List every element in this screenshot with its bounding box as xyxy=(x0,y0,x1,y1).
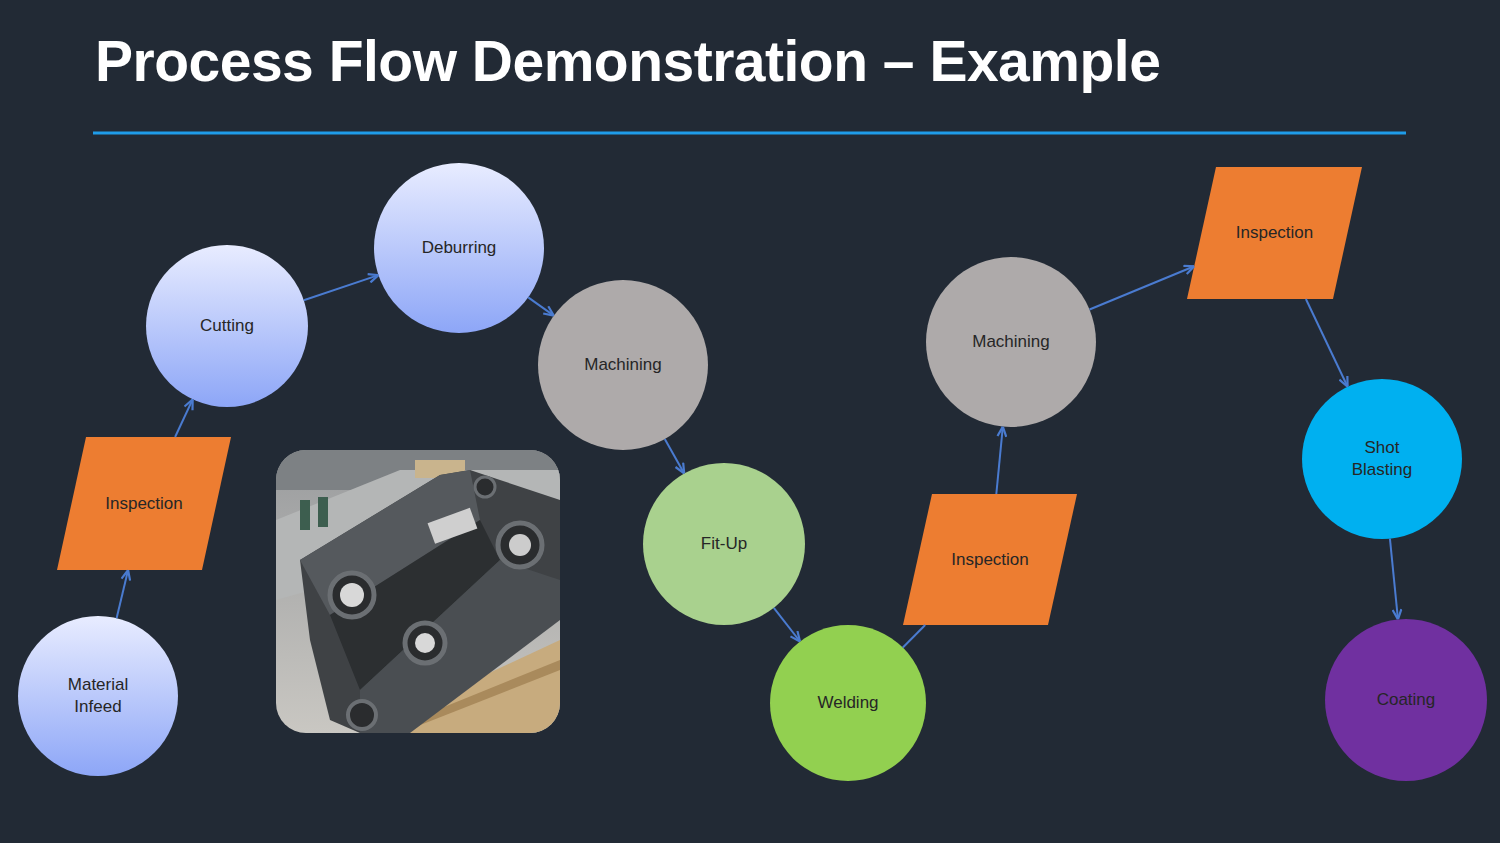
inspection-parallelogram: Inspection xyxy=(57,437,231,570)
process-circle: Fit-Up xyxy=(643,463,805,625)
node-label-box: Machining xyxy=(538,280,708,450)
node-label: Machining xyxy=(972,331,1050,353)
slide-title: Process Flow Demonstration – Example xyxy=(95,28,1160,94)
circle-shape xyxy=(18,616,178,776)
title-rule xyxy=(93,132,1406,135)
flow-arrow xyxy=(1090,266,1195,309)
node-label-box: Inspection xyxy=(1187,167,1362,299)
node-label: Inspection xyxy=(951,549,1029,571)
circle-shape xyxy=(1325,619,1487,781)
process-circle: Deburring xyxy=(374,163,544,333)
node-label-box: Welding xyxy=(770,625,926,781)
circle-shape xyxy=(926,257,1096,427)
process-circle: Machining xyxy=(538,280,708,450)
node-label-box: Coating xyxy=(1325,619,1487,781)
flow-arrow xyxy=(117,570,129,618)
flow-arrow xyxy=(665,439,684,473)
node-label-box: Inspection xyxy=(903,494,1077,625)
node-label-box: Shot Blasting xyxy=(1302,379,1462,539)
flow-arrow xyxy=(304,275,379,300)
circle-shape xyxy=(770,625,926,781)
process-circle: Coating xyxy=(1325,619,1487,781)
process-circle: Cutting xyxy=(146,245,308,407)
node-label-box: Cutting xyxy=(146,245,308,407)
node-label: Welding xyxy=(817,692,878,714)
inspection-parallelogram: Inspection xyxy=(903,494,1077,625)
flow-arrow xyxy=(774,608,800,642)
inspection-parallelogram: Inspection xyxy=(1187,167,1362,299)
node-label: Fit-Up xyxy=(701,533,747,555)
node-label: Inspection xyxy=(1236,222,1314,244)
node-label: Coating xyxy=(1377,689,1436,711)
node-label: Cutting xyxy=(200,315,254,337)
node-label: Material Infeed xyxy=(58,674,138,718)
flow-arrow xyxy=(528,297,554,315)
parallelogram-shape xyxy=(903,494,1077,625)
circle-shape xyxy=(538,280,708,450)
product-photo xyxy=(276,450,560,733)
parallelogram-shape xyxy=(1187,167,1362,299)
circle-shape xyxy=(146,245,308,407)
parallelogram-shape xyxy=(57,437,231,570)
flow-arrow xyxy=(903,625,925,648)
circle-shape xyxy=(1302,379,1462,539)
node-label: Machining xyxy=(584,354,662,376)
process-circle: Shot Blasting xyxy=(1302,379,1462,539)
process-circle: Material Infeed xyxy=(18,616,178,776)
node-label-box: Machining xyxy=(926,257,1096,427)
process-circle: Welding xyxy=(770,625,926,781)
flow-arrow xyxy=(1390,539,1398,620)
node-label-box: Deburring xyxy=(374,163,544,333)
flow-arrow xyxy=(1306,299,1348,387)
circle-shape xyxy=(643,463,805,625)
flow-arrow xyxy=(996,427,1003,494)
process-circle: Machining xyxy=(926,257,1096,427)
node-label-box: Material Infeed xyxy=(18,616,178,776)
node-outline xyxy=(18,616,178,776)
node-label: Inspection xyxy=(105,493,183,515)
node-label: Shot Blasting xyxy=(1342,437,1422,481)
node-label: Deburring xyxy=(422,237,497,259)
node-label-box: Fit-Up xyxy=(643,463,805,625)
circle-shape xyxy=(374,163,544,333)
flow-arrow xyxy=(175,399,193,437)
node-outline xyxy=(1302,379,1462,539)
node-label-box: Inspection xyxy=(57,437,231,570)
